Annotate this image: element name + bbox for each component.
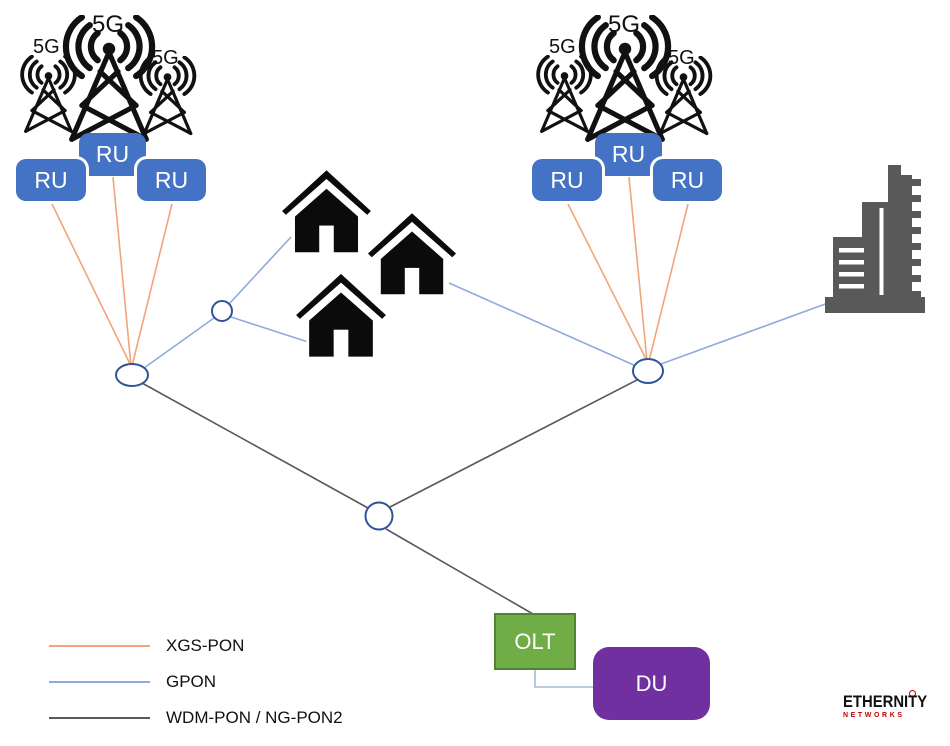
xgs-pon-line-swatch: [49, 645, 150, 647]
splitter-node: [115, 363, 149, 387]
5g-label: 5G: [549, 36, 576, 58]
olt-du-connector: [534, 670, 593, 688]
cell-site-cluster-right: 5G 5G 5G RU RU RU: [516, 0, 746, 210]
olt-box: OLT: [494, 613, 576, 670]
xgs-pon-link: [131, 203, 173, 367]
radio-unit-box: RU: [653, 159, 722, 201]
5g-label: 5G: [668, 47, 695, 69]
cell-site-cluster-left: 5G 5G 5G RU RU RU: [0, 0, 230, 210]
wdm-pon-links: [141, 379, 638, 615]
house-icon: [292, 270, 390, 360]
5g-label: 5G: [152, 47, 179, 69]
splitter-node: [632, 358, 664, 384]
legend-label: GPON: [166, 672, 217, 691]
radio-unit-label: RU: [95, 141, 130, 167]
wdm-pon-line-swatch: [49, 717, 150, 719]
wdm-pon-link: [389, 379, 638, 508]
legend-label: XGS-PON: [166, 636, 245, 655]
xgs-pon-link: [51, 203, 132, 367]
logo-ring-icon: [909, 690, 916, 697]
legend-label: WDM-PON / NG-PON2: [166, 708, 343, 727]
wdm-pon-link: [385, 528, 534, 615]
gpon-link: [448, 282, 637, 367]
5g-label: 5G: [33, 36, 60, 58]
wdm-pon-link: [141, 382, 369, 509]
logo-name: ETHERNITY: [843, 693, 928, 711]
olt-label: OLT: [514, 628, 556, 654]
xgs-pon-link: [567, 203, 648, 362]
splitter-node: [364, 501, 394, 531]
xgs-pon-link: [648, 203, 689, 362]
radio-unit-label: RU: [550, 166, 584, 193]
radio-unit-box: RU: [79, 133, 146, 176]
legend-item-xgs-pon: XGS-PON: [49, 636, 245, 655]
legend-item-wdm-pon: WDM-PON / NG-PON2: [49, 708, 343, 727]
radio-unit-label: RU: [34, 166, 68, 193]
radio-unit-box: RU: [532, 159, 602, 201]
gpon-links: [143, 236, 829, 369]
du-label: DU: [635, 670, 668, 696]
gpon-link: [143, 317, 215, 369]
house-icon: [278, 166, 375, 256]
5g-label: 5G: [92, 11, 125, 38]
ethernity-networks-logo: ETHERNITY NETWORKS: [843, 690, 938, 719]
5g-label: 5G: [608, 11, 641, 38]
radio-unit-label: RU: [611, 141, 646, 167]
du-box: DU: [593, 647, 710, 720]
gpon-line-swatch: [49, 681, 150, 683]
radio-unit-box: RU: [137, 159, 206, 201]
radio-unit-box: RU: [595, 133, 662, 176]
gpon-link: [660, 302, 829, 365]
logo-subtitle: NETWORKS: [843, 711, 905, 719]
radio-unit-label: RU: [670, 166, 705, 193]
radio-unit-label: RU: [154, 166, 189, 193]
legend-item-gpon: GPON: [49, 672, 217, 691]
office-building-icon: [825, 165, 925, 313]
splitter-node: [211, 300, 233, 322]
radio-unit-box: RU: [16, 159, 86, 201]
